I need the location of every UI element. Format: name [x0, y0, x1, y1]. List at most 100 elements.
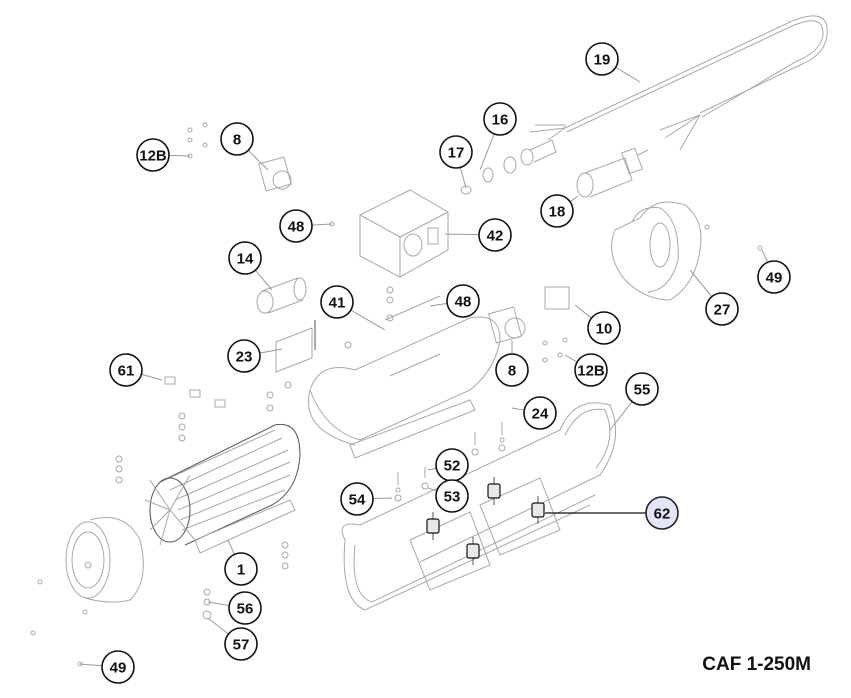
callout-circle[interactable] [705, 292, 739, 326]
callout-18[interactable]: 18 [540, 194, 579, 228]
leader-line [427, 487, 437, 492]
callout-label: 41 [329, 295, 346, 312]
callout-label: 62 [654, 506, 671, 523]
callout-label: 23 [236, 349, 253, 366]
callout-12b[interactable]: 12B [564, 353, 608, 387]
mount-2 [487, 477, 501, 505]
callout-17[interactable]: 17 [439, 135, 473, 189]
leader-line [259, 348, 283, 354]
motor-part [144, 423, 301, 554]
callout-circle[interactable] [625, 372, 659, 406]
callout-circle[interactable] [320, 285, 354, 319]
callout-label: 12B [139, 148, 167, 165]
callout-circle[interactable] [574, 353, 608, 387]
callout-circle[interactable] [279, 209, 313, 243]
callout-label: 27 [714, 302, 731, 319]
callout-circle[interactable] [439, 135, 473, 169]
callout-24[interactable]: 24 [511, 396, 557, 430]
callout-16[interactable]: 16 [479, 102, 517, 171]
callout-8[interactable]: 8 [495, 340, 529, 387]
callout-label: 1 [237, 562, 245, 579]
leader-line [574, 304, 592, 319]
mount-3 [531, 496, 545, 524]
callout-label: 48 [288, 219, 305, 236]
callout-circle[interactable] [224, 627, 258, 661]
callout-circle[interactable] [136, 138, 170, 172]
callout-circle[interactable] [495, 353, 529, 387]
callout-49[interactable]: 49 [757, 249, 791, 294]
callout-19[interactable]: 19 [585, 42, 641, 83]
callout-circle[interactable] [340, 482, 374, 516]
leader-line [79, 663, 103, 667]
callout-14[interactable]: 14 [228, 241, 273, 291]
leader-line [207, 617, 229, 635]
callout-circle[interactable] [101, 650, 135, 684]
callout-label: 12B [577, 363, 605, 380]
callout-circle[interactable] [224, 552, 258, 586]
callout-42[interactable]: 42 [444, 218, 512, 252]
leader-line [427, 467, 437, 471]
callout-circle[interactable] [645, 496, 679, 530]
leader-line [609, 401, 633, 431]
callout-label: 52 [444, 458, 461, 475]
callout-61[interactable]: 61 [109, 353, 163, 387]
callout-label: 19 [594, 52, 611, 69]
anti-vibration-mounts [426, 477, 545, 565]
callout-circle[interactable] [228, 241, 262, 275]
leader-line [372, 497, 393, 500]
plug-part [576, 147, 649, 198]
callout-circle[interactable] [220, 122, 254, 156]
model-label: CAF 1-250M [702, 654, 811, 675]
callout-label: 14 [237, 251, 254, 268]
callout-23[interactable]: 23 [227, 339, 283, 373]
callout-label: 53 [444, 489, 461, 506]
callout-56[interactable]: 56 [207, 591, 262, 625]
callout-8[interactable]: 8 [220, 122, 269, 171]
leader-line [254, 269, 273, 291]
leader-line [168, 154, 191, 157]
callout-27[interactable]: 27 [689, 269, 739, 326]
callout-49[interactable]: 49 [79, 650, 135, 684]
callout-circle[interactable] [585, 42, 619, 76]
callout-10[interactable]: 10 [574, 304, 621, 345]
callout-circle[interactable] [540, 194, 574, 228]
leader-line [429, 302, 448, 307]
callout-62[interactable]: 62 [545, 496, 679, 530]
callout-circle[interactable] [483, 102, 517, 136]
leader-line [459, 167, 467, 189]
leader-line [479, 133, 495, 171]
callout-52[interactable]: 52 [427, 448, 469, 482]
callout-circle[interactable] [757, 260, 791, 294]
callout-circle[interactable] [228, 591, 262, 625]
callout-label: 56 [237, 601, 254, 618]
callout-circle[interactable] [478, 218, 512, 252]
callout-label: 17 [448, 145, 465, 162]
callout-48[interactable]: 48 [429, 284, 480, 318]
leader-line [615, 66, 641, 83]
screws-part [394, 422, 506, 502]
callout-circle[interactable] [587, 311, 621, 345]
combustion-chamber-part [308, 286, 501, 459]
callout-54[interactable]: 54 [340, 482, 393, 516]
callout-12b[interactable]: 12B [136, 138, 191, 172]
callout-48[interactable]: 48 [279, 209, 333, 243]
callout-circle[interactable] [446, 284, 480, 318]
socket-part [487, 286, 570, 363]
callout-1[interactable]: 1 [224, 539, 258, 586]
callout-circle[interactable] [227, 339, 261, 373]
callout-label: 61 [118, 363, 135, 380]
callout-55[interactable]: 55 [609, 372, 659, 431]
base-frame-part [341, 402, 617, 611]
leader-line [227, 539, 235, 555]
callout-53[interactable]: 53 [427, 479, 469, 513]
callout-circle[interactable] [109, 353, 143, 387]
callout-57[interactable]: 57 [207, 617, 258, 661]
callout-circle[interactable] [523, 396, 557, 430]
parts-artwork [30, 15, 828, 667]
callout-circle[interactable] [435, 479, 469, 513]
callout-label: 42 [487, 228, 504, 245]
cable-gland-part [460, 139, 557, 195]
callout-41[interactable]: 41 [320, 285, 386, 331]
